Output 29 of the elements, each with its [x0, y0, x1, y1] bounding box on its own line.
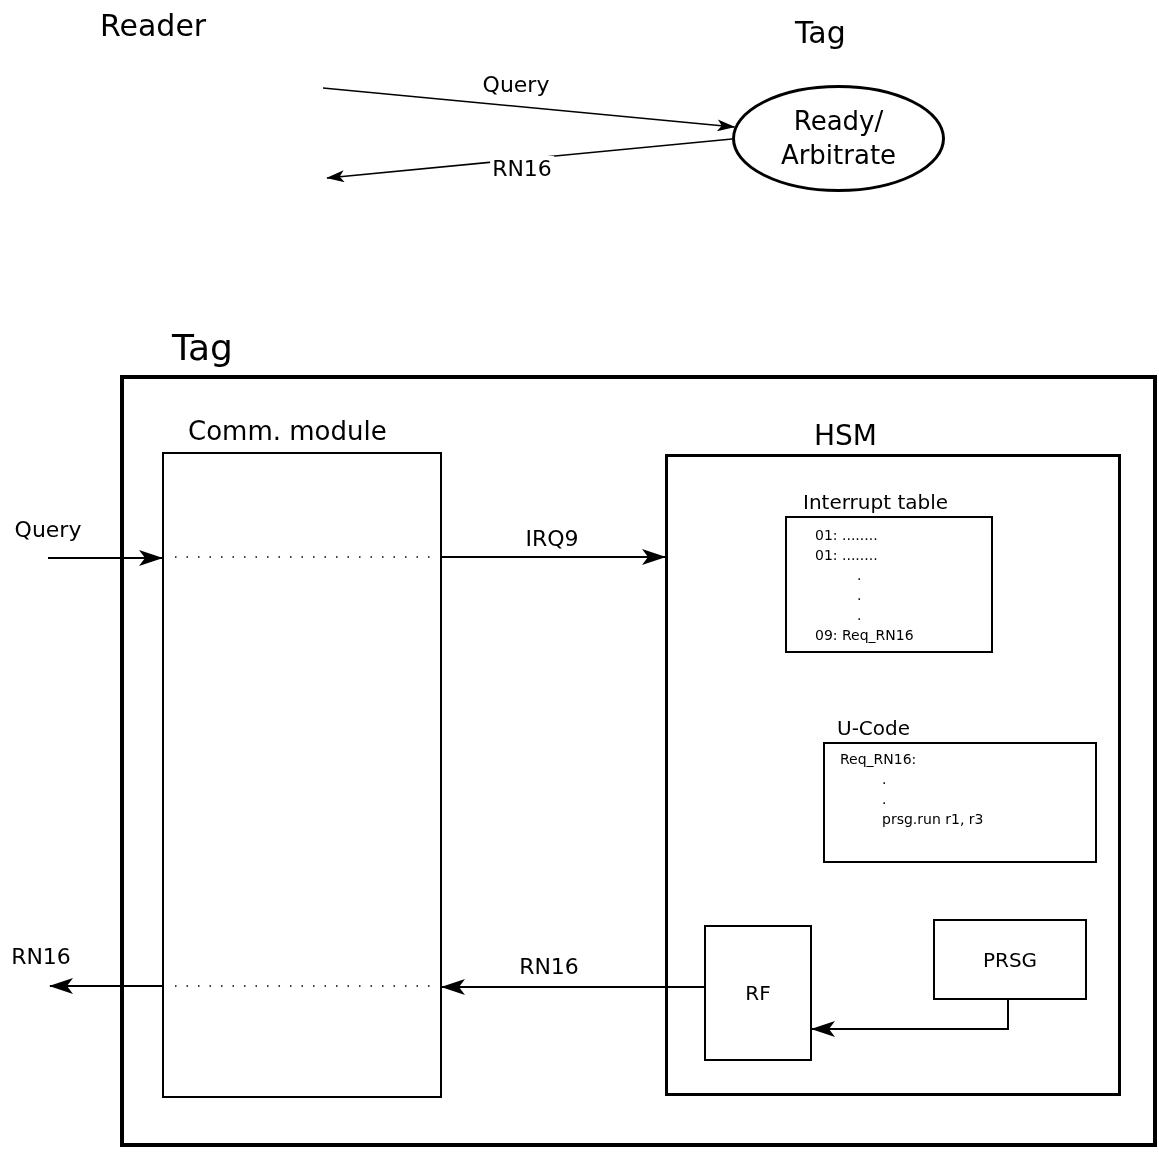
- code-line: 09: Req_RN16: [815, 626, 914, 644]
- arrow: [441, 549, 666, 565]
- block-box: [704, 925, 812, 1061]
- code-line: .: [857, 586, 862, 604]
- code-line: 01: ........: [815, 546, 878, 564]
- code-line: Req_RN16:: [840, 750, 917, 768]
- arrow: [47, 550, 163, 566]
- actor-label: Reader: [100, 8, 207, 43]
- code-line: prsg.run r1, r3: [882, 810, 984, 828]
- block-box: [933, 919, 1087, 1000]
- arrow: [441, 979, 705, 995]
- arrow: [811, 999, 1009, 1037]
- box-heading: Tag: [172, 327, 233, 368]
- code-line: .: [857, 606, 862, 624]
- box-heading: U-Code: [837, 716, 911, 740]
- actor-label: Tag: [795, 15, 846, 50]
- code-line: 01: ........: [815, 526, 878, 544]
- box-heading: HSM: [814, 419, 877, 452]
- arrow: [49, 978, 163, 994]
- arrow: [322, 87, 736, 132]
- state-ellipse: [732, 85, 945, 192]
- block-label: PRSG: [982, 946, 1038, 973]
- code-line: .: [882, 790, 887, 808]
- block-label: RF: [745, 980, 771, 1006]
- box-heading: Comm. module: [188, 416, 387, 446]
- box-heading: Interrupt table: [803, 490, 949, 514]
- code-line: .: [882, 770, 887, 788]
- state-label: Ready/ Arbitrate: [779, 104, 898, 172]
- code-line: .: [857, 566, 862, 584]
